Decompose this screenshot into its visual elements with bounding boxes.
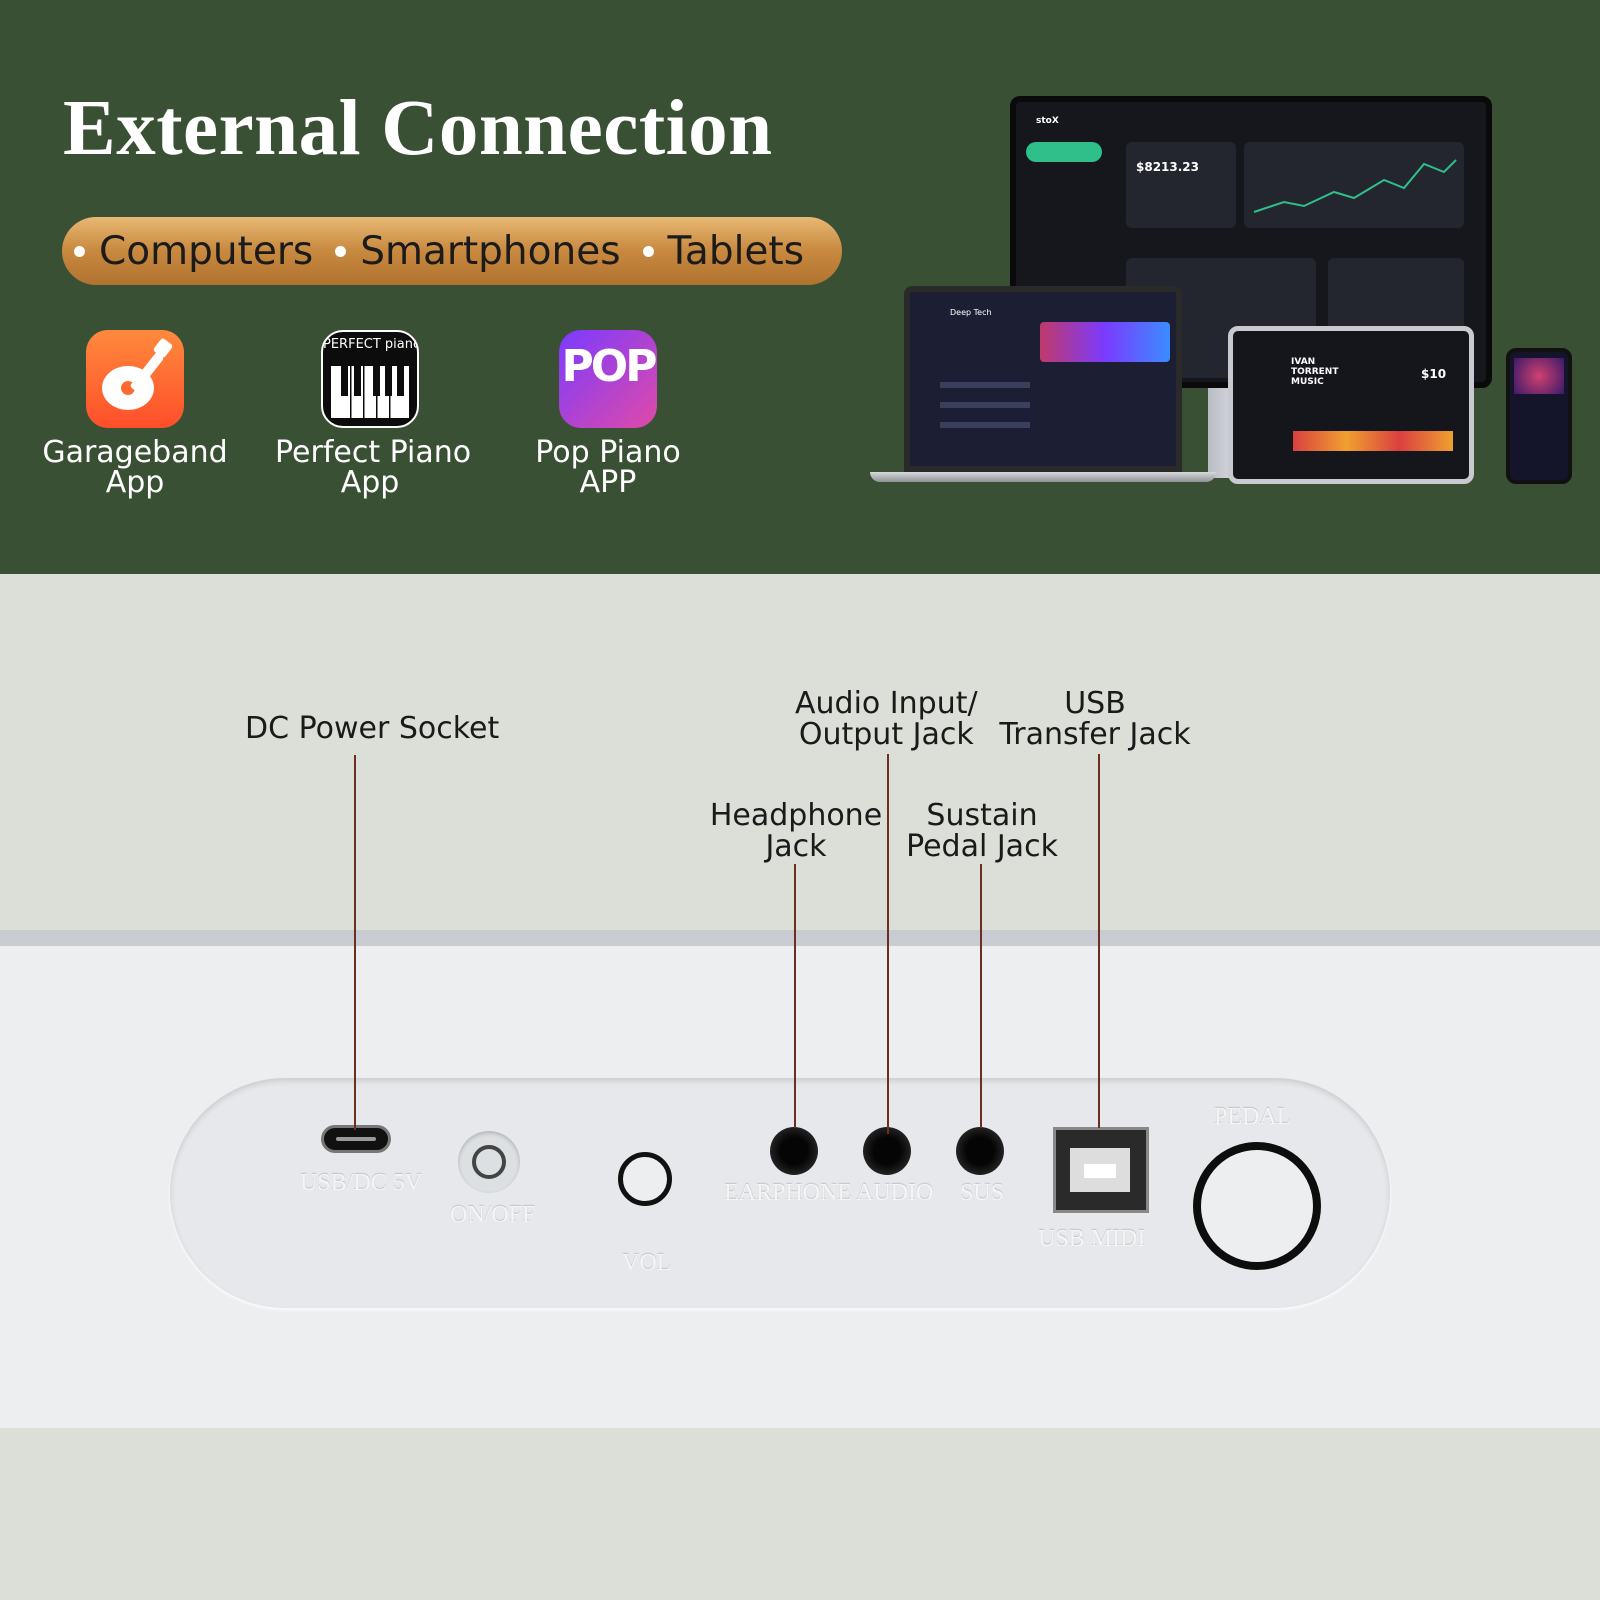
callout-line-1: Sustain <box>926 798 1038 833</box>
garageband-guitar-icon <box>86 330 184 428</box>
laptop-base <box>870 472 1216 482</box>
monitor-brand: stoX <box>1036 116 1059 126</box>
label-audio: AUDIO <box>856 1180 934 1206</box>
callout-usb: USB Transfer Jack <box>995 688 1195 750</box>
device-type-pill: Computers Smartphones Tablets <box>62 217 842 285</box>
audio-jack[interactable] <box>863 1127 911 1175</box>
phone-artwork <box>1514 358 1564 394</box>
devices-illustration: stoX $8213.23 Deep Tech IVAN TORRENT MUS… <box>870 96 1580 496</box>
app-name: Perfect Piano <box>275 435 472 470</box>
bullet-icon <box>335 245 347 257</box>
callout-headphone: Headphone Jack <box>708 800 884 862</box>
usb-b-port[interactable] <box>1053 1127 1149 1213</box>
label-vol: VOL <box>622 1250 672 1276</box>
leader-line <box>1098 754 1100 1128</box>
connector-panel <box>170 1078 1390 1308</box>
label-pedal: PEDAL <box>1214 1104 1292 1130</box>
app-pop-piano: POP Pop Piano APP <box>513 330 703 498</box>
keyboard-top-edge <box>0 930 1600 938</box>
callout-line-2: Jack <box>765 829 827 864</box>
callout-line-1: Headphone <box>709 798 883 833</box>
leader-line <box>354 755 356 1130</box>
label-on-off: ON/OFF <box>450 1202 536 1228</box>
headphone-jack[interactable] <box>770 1127 818 1175</box>
callout-line-1: USB <box>1064 686 1126 721</box>
laptop-banner <box>1040 322 1170 362</box>
tablet-title: IVAN TORRENT MUSIC <box>1291 357 1339 387</box>
app-suffix: App <box>105 465 165 500</box>
callout-sustain: Sustain Pedal Jack <box>902 800 1062 862</box>
callout-audio-io: Audio Input/ Output Jack <box>795 688 978 750</box>
perfect-piano-logo: PERFECT piano <box>323 337 419 352</box>
usb-b-tongue <box>1084 1164 1116 1178</box>
app-suffix: APP <box>579 465 637 500</box>
smartphone <box>1506 348 1572 484</box>
bullet-icon <box>74 245 85 257</box>
tablet: IVAN TORRENT MUSIC $10 <box>1228 326 1474 484</box>
laptop-list-row <box>940 422 1030 428</box>
callout-line-2: Transfer Jack <box>999 717 1191 752</box>
app-name: Garageband <box>42 435 228 470</box>
sustain-pedal-jack[interactable] <box>956 1127 1004 1175</box>
label-sus: SUS <box>960 1180 1005 1206</box>
callout-dc-power: DC Power Socket <box>245 711 500 746</box>
pedal-connector[interactable] <box>1193 1142 1321 1270</box>
pill-item-computers: Computers <box>74 229 313 274</box>
tablet-album-row <box>1293 431 1453 451</box>
label-usb-midi: USB MIDI <box>1038 1226 1146 1252</box>
app-garageband: Garageband App <box>40 330 230 498</box>
pop-piano-icon: POP <box>559 330 657 428</box>
app-name: Pop Piano <box>535 435 681 470</box>
app-suffix: App <box>340 465 400 500</box>
app-perfect-piano: PERFECT piano Perfect Piano App <box>275 330 472 500</box>
perfect-piano-icon: PERFECT piano <box>321 330 419 428</box>
label-usb-dc: USB/DC 5V <box>300 1170 423 1196</box>
monitor-value: $8213.23 <box>1136 160 1200 174</box>
laptop-list-row <box>940 402 1030 408</box>
bullet-icon <box>642 245 654 257</box>
tablet-price: $10 <box>1421 367 1447 381</box>
pill-item-smartphones: Smartphones <box>335 229 621 274</box>
volume-knob[interactable] <box>618 1152 672 1206</box>
power-icon <box>472 1145 506 1179</box>
callout-line-2: Pedal Jack <box>906 829 1058 864</box>
laptop-list-row <box>940 382 1030 388</box>
leader-line <box>980 864 982 1128</box>
laptop-title: Deep Tech <box>950 308 992 317</box>
monitor-chart-card <box>1244 142 1464 228</box>
usb-c-port[interactable] <box>321 1125 391 1153</box>
monitor-value-card: $8213.23 <box>1126 142 1236 228</box>
callout-line-2: Output Jack <box>798 717 974 752</box>
page-title: External Connection <box>63 85 773 172</box>
pop-piano-logo: POP <box>561 341 657 392</box>
pill-item-tablets: Tablets <box>642 229 804 274</box>
monitor-line-chart <box>1253 159 1457 213</box>
callout-line-1: Audio Input/ <box>795 686 978 721</box>
usb-c-tongue <box>336 1137 376 1141</box>
monitor-sidebar-active <box>1026 142 1102 162</box>
power-button[interactable] <box>458 1131 520 1193</box>
leader-line <box>794 864 796 1128</box>
label-earphone: EARPHONE <box>724 1180 853 1206</box>
leader-line <box>887 754 889 1134</box>
laptop: Deep Tech <box>904 286 1182 472</box>
